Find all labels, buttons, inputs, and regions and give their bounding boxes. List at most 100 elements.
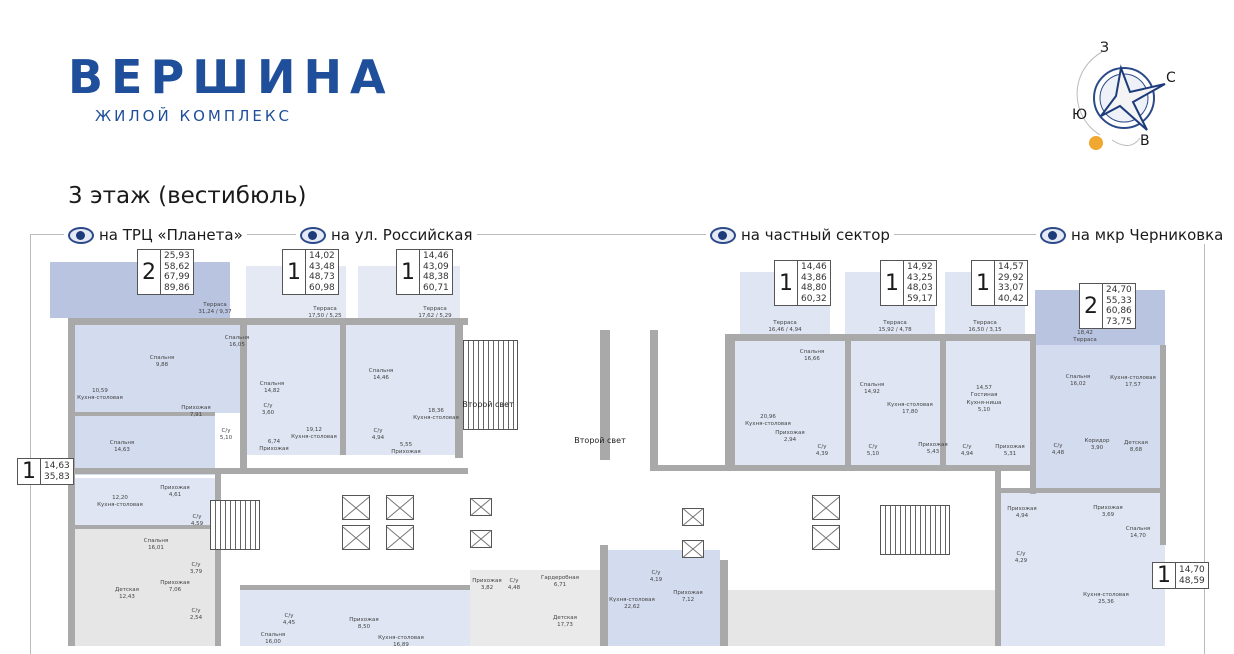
compass-east: В [1140,133,1150,149]
room-label-text: 5,55 [399,442,413,448]
room-label-text: 4,61 [168,491,182,498]
area-value: 48,73 [309,272,335,282]
wall [735,334,1035,341]
room-label-text: Спальня [109,440,135,446]
room-label-text: 10,59 [92,388,108,394]
room-label-text: 17,80 [902,408,918,415]
view-label-planeta: на ТРЦ «Планета» [64,226,247,244]
area-value: 48,80 [801,283,827,293]
room-label-text: 19,12 [306,427,322,433]
staircase [880,505,950,555]
room-label-text: Прихожая [1007,506,1037,512]
wall [68,318,468,325]
view-text: на ТРЦ «Планета» [99,226,243,244]
room-label-text: 25,36 [1098,598,1114,605]
compass-rose-icon [1076,51,1166,150]
room-label-text: 5,10 [219,434,233,441]
room-label-text: 8,68 [1129,446,1143,453]
area-value: 14,46 [801,262,827,272]
room-label-text: С/у [651,570,661,576]
room-label-text: 14,63 [114,446,130,453]
room-label-text: Прихожая [391,448,421,455]
staircase [463,340,518,430]
elevator-shaft [386,495,414,520]
eye-icon [68,226,94,244]
wall [650,465,1030,471]
room-label: Второй свет [462,401,513,409]
room-label-text: 4,94 [1015,512,1029,519]
area-value: 40,42 [998,293,1024,304]
room-label-text: Спальня [259,381,285,387]
room-label-text: 4,94 [371,434,385,441]
room-label-text: 16,01 [148,544,164,551]
wall [995,470,1001,646]
room-label-text: Прихожая [673,590,703,596]
elevator-shaft [682,508,704,526]
room-label-text: Прихожая [349,617,379,623]
room-label-text: 14,57 [976,385,992,391]
room-label-text: Детская [1124,440,1148,446]
room-label-text: 18,42 [1077,330,1093,336]
view-text: на мкр Черниковка [1071,226,1224,244]
room-label-text: С/у [284,613,294,619]
room-label-text: Коридор [1084,438,1110,444]
room-count: 2 [1080,284,1103,328]
wall [75,412,215,416]
wall [215,470,221,646]
room-label-text: Кухня-столовая [413,414,459,421]
wall [455,318,463,458]
area-value: 14,70 [1179,565,1205,575]
floor-title: 3 этаж (вестибюль) [68,183,307,209]
room-label-text: С/у [962,444,972,450]
room-label-text: Терраса [883,320,907,326]
area-value: 48,03 [907,283,933,293]
apartment-area [75,526,215,646]
area-value: 48,38 [423,272,449,282]
room-label-text: Кухня-столовая [291,433,337,440]
room-label-text: 14,82 [264,387,280,394]
room-label-text: Терраса [423,306,447,312]
room-label-text: Кухня-столовая [77,394,123,401]
room-label-text: 16,00 [265,638,281,645]
room-label-text: Второй свет [574,436,626,445]
room-label-text: Прихожая [995,444,1025,450]
room-label-text: 7,06 [168,586,182,593]
room-label-text: Прихожая [918,442,948,448]
wall [1160,345,1166,545]
elevator-shaft [470,530,492,548]
apartment-area [1035,345,1165,490]
room-count: 1 [18,459,41,484]
room-label-text: 12,43 [119,593,135,600]
area-value: 59,17 [907,293,933,304]
room-count: 1 [1153,563,1176,588]
room-label-text: 3,69 [1101,511,1115,518]
